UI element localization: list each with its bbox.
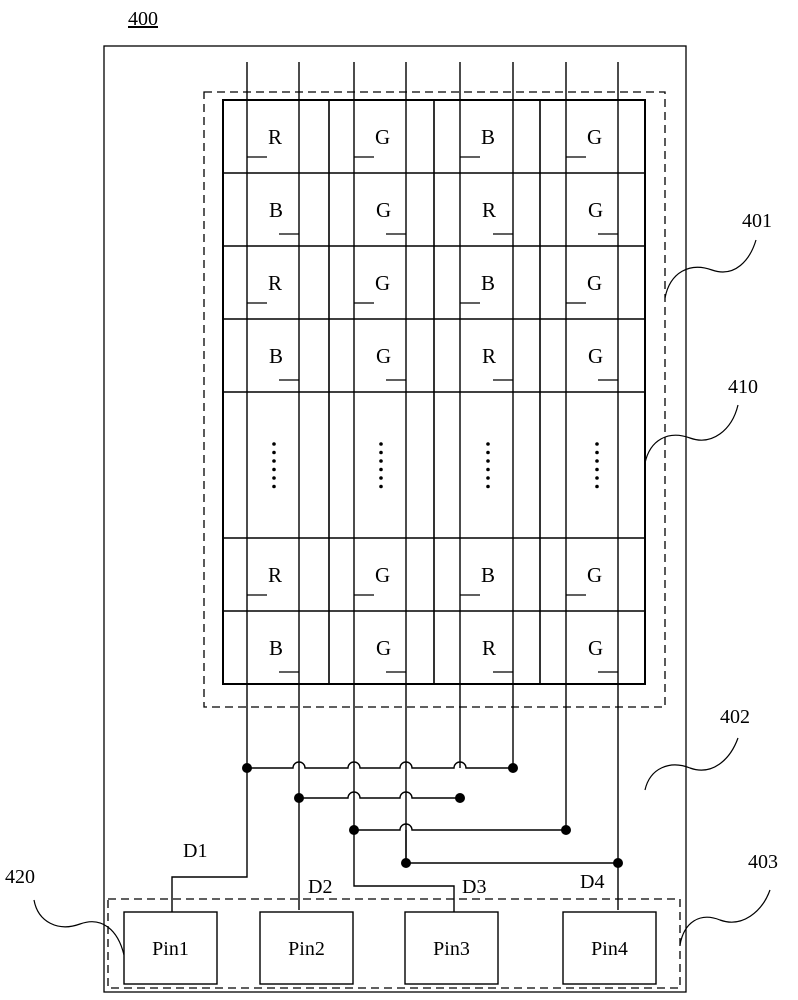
pixel-letter: B [481, 271, 495, 295]
fanout-wiring [172, 762, 623, 912]
ellipsis-dot [379, 459, 383, 463]
pixel-letter: G [376, 344, 391, 368]
signal-label-d3: D3 [462, 876, 486, 898]
junction-dot [508, 763, 518, 773]
figure-label: 400 [128, 8, 158, 30]
pixel-letter: R [268, 271, 282, 295]
pixel-letter: G [588, 636, 603, 660]
pixel-letter: R [482, 636, 496, 660]
ellipsis-dot [486, 459, 490, 463]
ellipsis-dot [272, 442, 276, 446]
ellipsis-dot [595, 459, 599, 463]
ellipsis-dot [272, 459, 276, 463]
signal-label-d2: D2 [308, 876, 332, 898]
pin-group: Pin1 Pin2 Pin3 Pin4 [124, 912, 656, 984]
ellipsis-dot [486, 476, 490, 480]
pixel-letter: G [375, 563, 390, 587]
pixel-letter: R [268, 125, 282, 149]
pin-label: Pin3 [433, 938, 470, 960]
ellipsis-dot [379, 476, 383, 480]
pixel-letter: G [376, 198, 391, 222]
signal-label-d1: D1 [183, 840, 207, 862]
signal-label-d4: D4 [580, 871, 604, 893]
ellipsis-dot [595, 476, 599, 480]
leader-402 [645, 738, 738, 790]
pixel-letter: G [587, 563, 602, 587]
junction-dot [561, 825, 571, 835]
ellipsis-dot [272, 451, 276, 455]
ellipsis-dot [272, 468, 276, 472]
pixel-letter: R [482, 198, 496, 222]
ellipsis-dot [272, 485, 276, 489]
pixel-letter: B [481, 563, 495, 587]
ellipsis-dot [486, 485, 490, 489]
bus-line [247, 762, 513, 768]
pixel-letter: G [376, 636, 391, 660]
pixel-cells: R G B G B G R G R G B G B G R G R G B G B G R G [247, 125, 618, 672]
ellipsis-dot [379, 442, 383, 446]
route-d3 [354, 830, 454, 912]
pin-label: Pin4 [591, 938, 628, 960]
pixel-letter: R [268, 563, 282, 587]
ref-label-403: 403 [748, 851, 778, 873]
ref-label-402: 402 [720, 706, 750, 728]
pixel-letter: B [269, 344, 283, 368]
leader-420 [34, 900, 124, 955]
ellipsis-dot [486, 468, 490, 472]
ellipsis-dot [379, 485, 383, 489]
pixel-letter: G [375, 125, 390, 149]
ref-label-420: 420 [5, 866, 35, 888]
ref-label-401: 401 [742, 210, 772, 232]
ellipsis-dot [379, 451, 383, 455]
pin-label: Pin1 [152, 938, 189, 960]
leader-401 [665, 240, 756, 298]
pixel-letter: G [588, 198, 603, 222]
pixel-letter: G [587, 125, 602, 149]
ref-label-410: 410 [728, 376, 758, 398]
ellipsis-dot [595, 485, 599, 489]
pixel-letter: R [482, 344, 496, 368]
pixel-letter: B [481, 125, 495, 149]
ellipsis-dot [595, 468, 599, 472]
junction-dot [294, 793, 304, 803]
pixel-letter: B [269, 198, 283, 222]
ellipsis-dot [595, 442, 599, 446]
bus-line [299, 792, 460, 798]
pixel-letter: G [375, 271, 390, 295]
ellipsis-dot [486, 451, 490, 455]
ellipsis-dot [486, 442, 490, 446]
data-lines [247, 62, 618, 910]
leader-410 [645, 405, 738, 463]
pixel-grid [223, 100, 645, 684]
ellipsis-dot [379, 468, 383, 472]
pixel-letter: B [269, 636, 283, 660]
ellipsis-dot [595, 451, 599, 455]
bus-line [354, 824, 566, 830]
pixel-letter: G [588, 344, 603, 368]
pixel-letter: G [587, 271, 602, 295]
ellipsis-dot [272, 476, 276, 480]
junction-dot [613, 858, 623, 868]
leader-403 [680, 890, 770, 945]
junction-dot [455, 793, 465, 803]
pin-label: Pin2 [288, 938, 325, 960]
